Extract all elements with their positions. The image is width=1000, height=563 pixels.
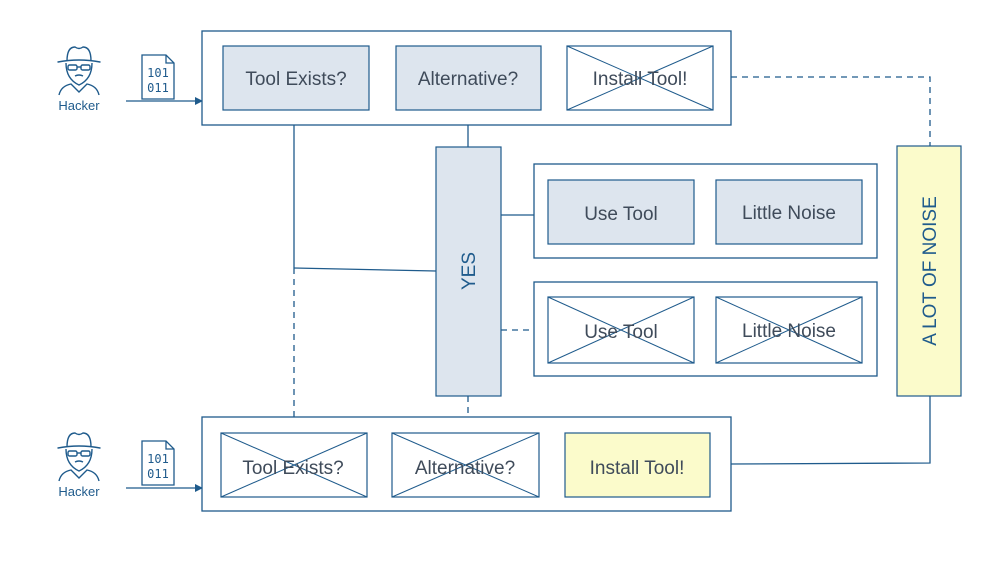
yes-node[interactable]: YES [435, 146, 502, 397]
arrowheads [195, 97, 203, 492]
bottom-file-line1: 101 [147, 452, 169, 466]
edge-left-to-yes [293, 267, 437, 272]
edge-top-to-noise [731, 76, 931, 146]
bottom-alternative-label: Alternative? [415, 458, 515, 479]
top-alternative-node[interactable]: Alternative? [395, 45, 542, 111]
bottom-alt-cross-b [391, 432, 540, 498]
row2-use-tool-node[interactable]: Use Tool [547, 296, 695, 364]
top-arrowhead [195, 97, 203, 105]
bottom-alternative-node[interactable]: Alternative? [391, 432, 540, 498]
bottom-actor: Hacker 101 011 [57, 432, 175, 499]
hacker-icon [57, 432, 101, 482]
top-actor: Hacker 101 011 [57, 46, 175, 113]
row1-use-tool-label: Use Tool [584, 204, 658, 225]
row2-noise-cross-b [715, 296, 863, 364]
yes-label: YES [459, 252, 480, 290]
bottom-actor-label: Hacker [58, 484, 100, 499]
top-install-tool-node[interactable]: Install Tool! [566, 45, 714, 111]
a-lot-of-noise-label: A LOT OF NOISE [920, 196, 941, 346]
a-lot-of-noise-node[interactable]: A LOT OF NOISE [896, 145, 962, 397]
row1-little-noise-label: Little Noise [742, 203, 836, 224]
row2-little-noise-label: Little Noise [742, 321, 836, 342]
row2-use-tool-label: Use Tool [584, 322, 658, 343]
bottom-file-line2: 011 [147, 467, 169, 481]
bottom-install-tool-node[interactable]: Install Tool! [564, 432, 711, 498]
top-tool-exists-node[interactable]: Tool Exists? [222, 45, 370, 111]
top-install-tool-label: Install Tool! [593, 69, 688, 90]
bottom-arrowhead [195, 484, 203, 492]
row1-use-tool-node[interactable]: Use Tool [547, 179, 695, 245]
bottom-tool-exists-node[interactable]: Tool Exists? [220, 432, 368, 498]
bottom-exists-cross-b [220, 432, 368, 498]
bottom-install-tool-label: Install Tool! [590, 458, 685, 479]
top-file-line2: 011 [147, 81, 169, 95]
top-install-cross-b [566, 45, 714, 111]
top-file-line1: 101 [147, 66, 169, 80]
bottom-tool-exists-label: Tool Exists? [242, 458, 343, 479]
top-alternative-label: Alternative? [418, 69, 518, 90]
edge-noise-to-bottom [730, 396, 931, 465]
row1-little-noise-node[interactable]: Little Noise [715, 179, 863, 245]
hacker-icon [57, 46, 101, 96]
top-tool-exists-label: Tool Exists? [245, 69, 346, 90]
top-actor-label: Hacker [58, 98, 100, 113]
binary-file-icon: 101 011 [141, 54, 175, 100]
binary-file-icon: 101 011 [141, 440, 175, 486]
row2-little-noise-node[interactable]: Little Noise [715, 296, 863, 364]
row2-use-cross-b [547, 296, 695, 364]
